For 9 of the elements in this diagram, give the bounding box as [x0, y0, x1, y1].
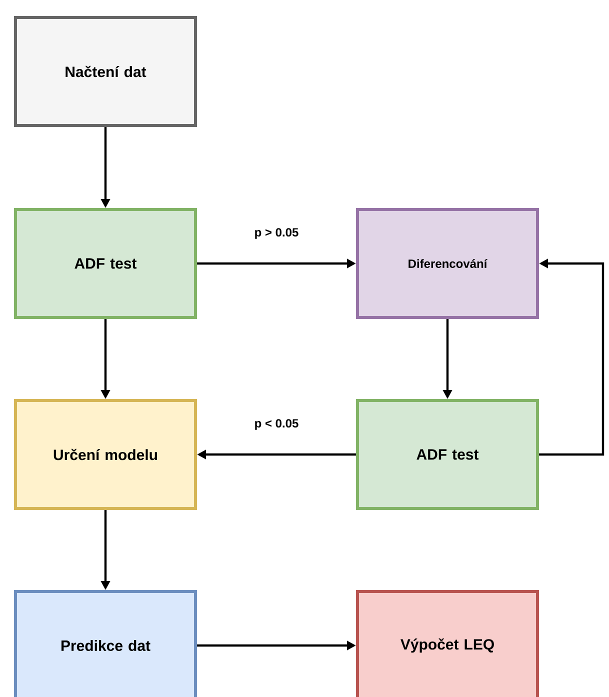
edge-label: p < 0.05	[253, 418, 300, 431]
process-box: ADF test	[14, 208, 197, 319]
process-box: Predikce dat	[14, 590, 197, 697]
process-box: Diferencování	[356, 208, 539, 319]
process-box: Výpočet LEQ	[356, 590, 539, 697]
process-box: ADF test	[356, 399, 539, 510]
process-box: Určení modelu	[14, 399, 197, 510]
process-box: Načtení dat	[14, 16, 197, 127]
edge-label: p > 0.05	[253, 227, 300, 240]
